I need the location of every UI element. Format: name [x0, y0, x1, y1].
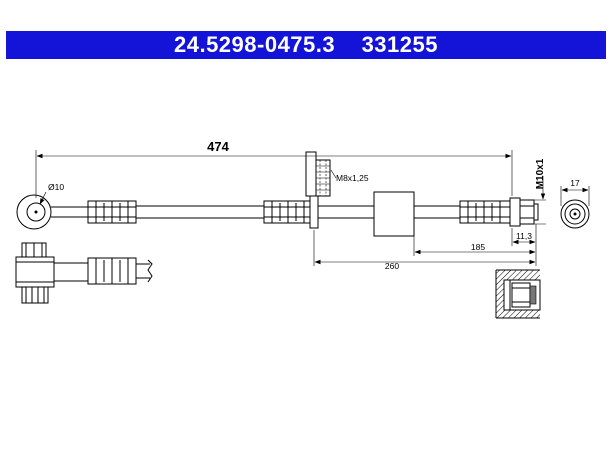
dim-total-length: 474: [207, 139, 229, 154]
section-detail: [495, 269, 541, 319]
dim-length-to-bracket: 260: [385, 261, 399, 271]
dim-length-to-sleeve: 185: [471, 242, 485, 252]
dimension-lines: [35, 150, 590, 266]
dim-hex-size: 17: [570, 178, 580, 188]
title-banner: 24.5298-0475.3 331255: [6, 31, 606, 59]
hex-end-view: [560, 199, 590, 229]
dim-end-thread: M10x1: [535, 158, 546, 189]
main-hose-view: [16, 151, 539, 237]
banjo-side-view: [15, 242, 153, 304]
dim-bracket-thread: M8x1,25: [336, 173, 369, 183]
part-number-title: 24.5298-0475.3 331255: [173, 32, 438, 57]
dim-eye-diameter: Ø10: [48, 182, 64, 192]
dim-fitting-length: 11,3: [516, 231, 532, 241]
